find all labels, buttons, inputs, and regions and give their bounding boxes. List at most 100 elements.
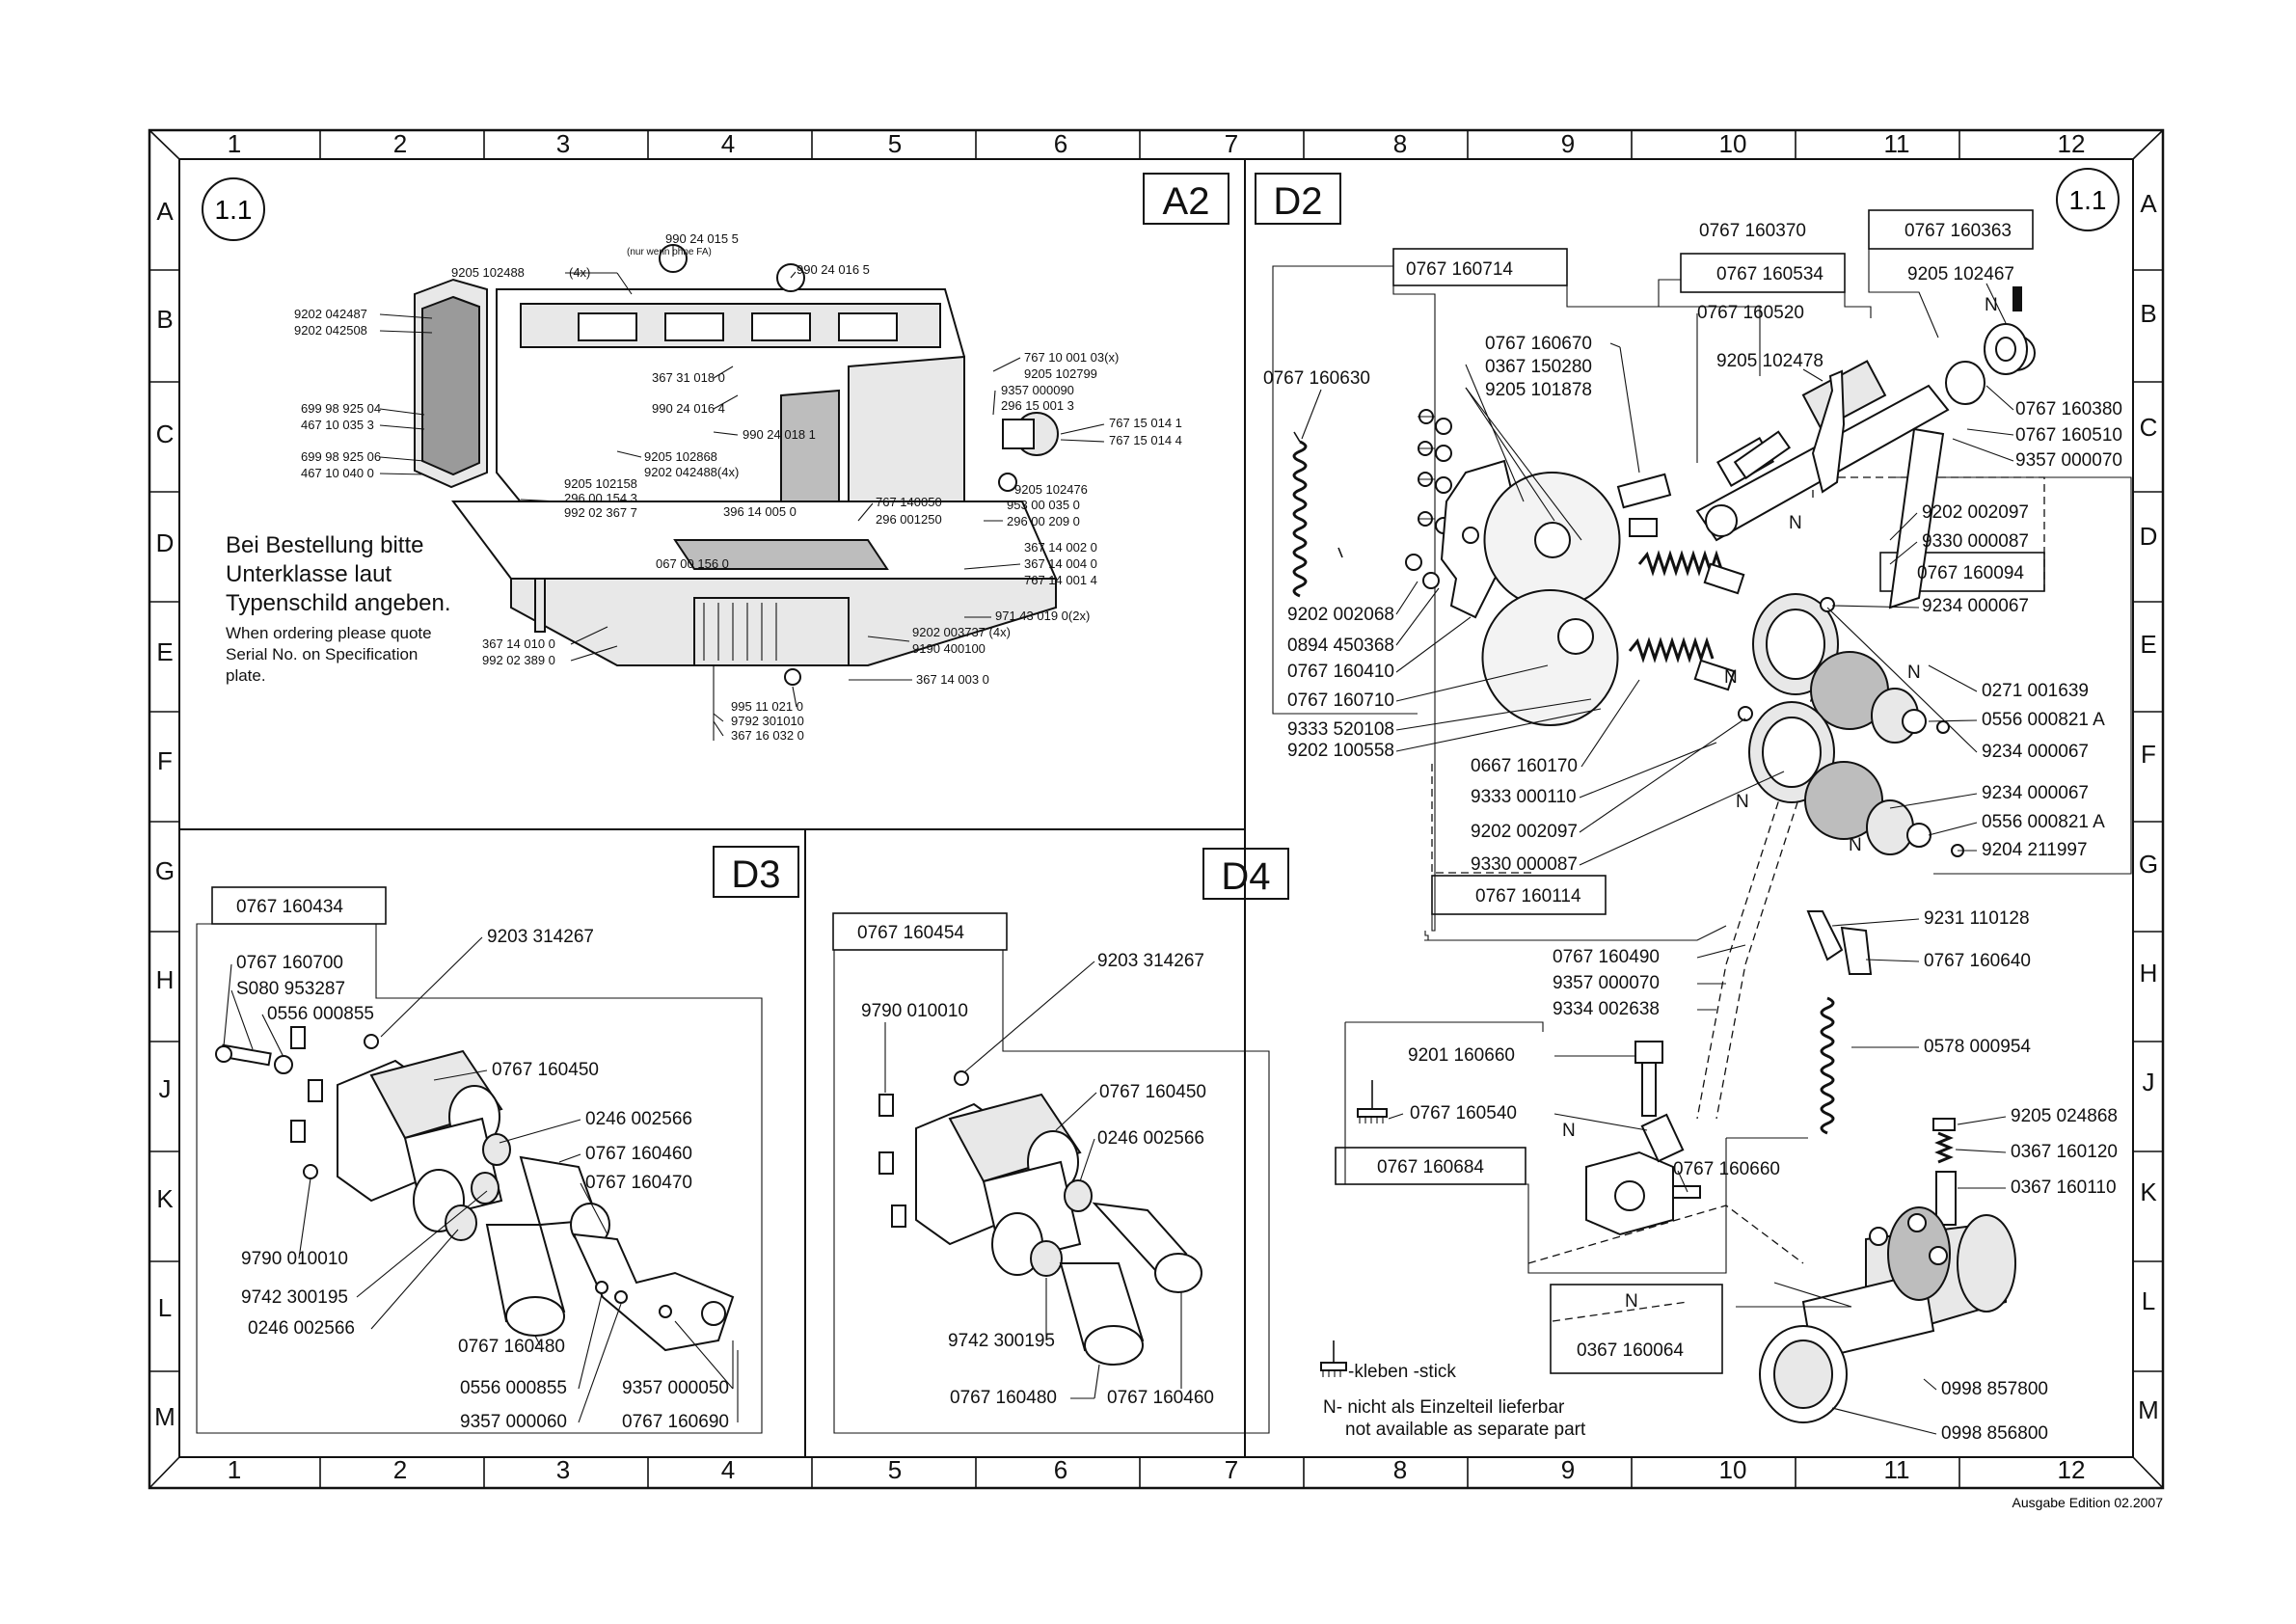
part-number-label: 0556 000821 A (1982, 812, 2105, 832)
compression-spring (1628, 636, 1736, 691)
housing-window (664, 312, 724, 341)
panel-d2: D2 1.1 (1255, 168, 2132, 1444)
edition-label: Ausgabe Edition 02.2007 (2012, 1495, 2164, 1510)
collar (1984, 286, 2028, 375)
gear-assembly (1752, 593, 1927, 744)
grid-row-label: E (156, 637, 173, 666)
not-separate-marker: N (1789, 513, 1802, 533)
part-number-label: 990 24 015 5 (665, 231, 739, 246)
grid-col-label: 5 (888, 129, 902, 158)
order-note-en-line: When ordering please quote (226, 624, 432, 642)
o-ring (445, 1204, 477, 1241)
part-number-label: 0767 160370 (1699, 221, 1806, 241)
page-marker: 1.1 (215, 195, 253, 225)
panel-id-box (1143, 173, 1229, 225)
part-number-label: 367 14 002 0 (1024, 540, 1097, 555)
bolt (534, 578, 546, 633)
part-number-label: 953 00 035 0 (1007, 498, 1080, 512)
part-number-label: 367 14 004 0 (1024, 556, 1097, 571)
part-number-label: 0767 160660 (1673, 1159, 1780, 1179)
part-number-label: 0767 160670 (1485, 334, 1592, 354)
grid-row-label: L (158, 1293, 172, 1322)
n-markers: N N N N N N N N (1562, 295, 1998, 1312)
grid-row-label: J (159, 1074, 172, 1103)
a2-leader-lines (379, 245, 1105, 741)
part-number-label: 296 15 001 3 (1001, 398, 1074, 413)
part-number-label: 992 02 389 0 (482, 653, 555, 667)
part-number-label: 0767 160684 (1377, 1157, 1484, 1177)
panel-a2: 1.1 A2 Bei Bestellung bitte Unterklasse … (202, 173, 1229, 743)
part-number-label: 0767 160470 (585, 1173, 692, 1193)
connecting-rod (1888, 427, 1945, 609)
grid-row-label: C (156, 420, 175, 448)
part-number-label: 990 24 016 4 (652, 401, 725, 416)
grid-col-label: 8 (1393, 129, 1407, 158)
housing-window (751, 312, 811, 341)
panel-dividers (179, 159, 1246, 1457)
grid-col-label: 6 (1054, 129, 1067, 158)
part-number-label: 9202 002097 (1922, 502, 2029, 523)
part-number-label: 0246 002566 (248, 1318, 355, 1339)
grid-row-label: A (156, 197, 174, 226)
part-number-label: 0556 000855 (460, 1378, 567, 1398)
oil-pan (693, 597, 850, 666)
part-number-label: 9330 000087 (1922, 531, 2029, 552)
part-number-label: 0556 000855 (267, 1004, 374, 1024)
grid-row-label: L (2142, 1286, 2155, 1315)
d2-leader-lines (1301, 283, 2014, 1435)
part-number-label: 9205 101878 (1485, 380, 1592, 400)
grid-col-label: 2 (393, 1455, 407, 1484)
part-number-label: 990 24 018 1 (743, 427, 816, 442)
part-number-label: 9202 002068 (1287, 605, 1394, 625)
grid-col-label: 11 (1884, 129, 1910, 158)
part-number-label: 699 98 925 06 (301, 449, 381, 464)
part-number-label: 0767 160454 (857, 923, 964, 943)
part-number-label: 0767 160690 (622, 1412, 729, 1432)
part-number-label: 0767 160460 (585, 1144, 692, 1164)
part-number-label: 0767 160640 (1924, 951, 2031, 971)
part-number-label: 990 24 016 5 (797, 262, 870, 277)
not-separate-marker: N (1724, 667, 1738, 688)
glue-brush-icon (1357, 1080, 1388, 1123)
order-note-de-line: Bei Bestellung bitte (226, 532, 423, 558)
part-number-label: 0578 000954 (1924, 1037, 2031, 1057)
part-number-label: 9231 110128 (1924, 908, 2030, 929)
part-number-label: 0894 450368 (1287, 636, 1394, 656)
grid-row-label: F (157, 746, 173, 775)
grid-col-label: 6 (1054, 1455, 1067, 1484)
part-number-label: 9333 520108 (1287, 719, 1394, 740)
part-number-label: 0367 160120 (2011, 1142, 2118, 1162)
pin (1616, 473, 1672, 509)
part-number-label: 0767 160380 (2015, 399, 2122, 420)
housing-window (578, 312, 637, 341)
clamp-block (1585, 1041, 1701, 1236)
part-number-label: 9790 010010 (241, 1249, 348, 1269)
housing-window (838, 312, 898, 341)
part-number-label: 0767 160534 (1716, 264, 1823, 284)
grid-row-label: G (155, 856, 175, 885)
part-number-label: 367 16 032 0 (731, 728, 804, 743)
grid-col-label: 4 (721, 129, 735, 158)
part-number-label: 467 10 040 0 (301, 466, 374, 480)
not-separate-marker: N (1562, 1121, 1576, 1141)
d2-assembly-outlines (1272, 249, 2132, 1322)
part-number-label: 9203 314267 (487, 927, 594, 947)
grid-row-labels-left: A B C D E F G H J K L M (154, 197, 176, 1431)
fitting (308, 1079, 323, 1102)
o-ring (471, 1172, 500, 1204)
part-number-label: 767 10 001 03(x) (1024, 350, 1119, 365)
d2-parts-drawing (1292, 286, 2036, 1423)
extension-spring (1820, 996, 1835, 1135)
part-number-label: 0767 160480 (458, 1337, 565, 1357)
grid-col-label: 9 (1561, 1455, 1575, 1484)
part-number-label: 9203 314267 (1097, 951, 1204, 971)
grid-col-label: 4 (721, 1455, 735, 1484)
part-number-label: 9204 211997 (1982, 840, 2088, 860)
pin (1629, 518, 1658, 537)
sheet-frame (148, 128, 2165, 1490)
grid-row-label: M (2138, 1395, 2159, 1424)
grid-col-label: 1 (228, 1455, 241, 1484)
grid-col-label: 12 (2058, 1455, 2086, 1484)
part-note-label: (nur wenn ohne FA) (627, 247, 712, 257)
